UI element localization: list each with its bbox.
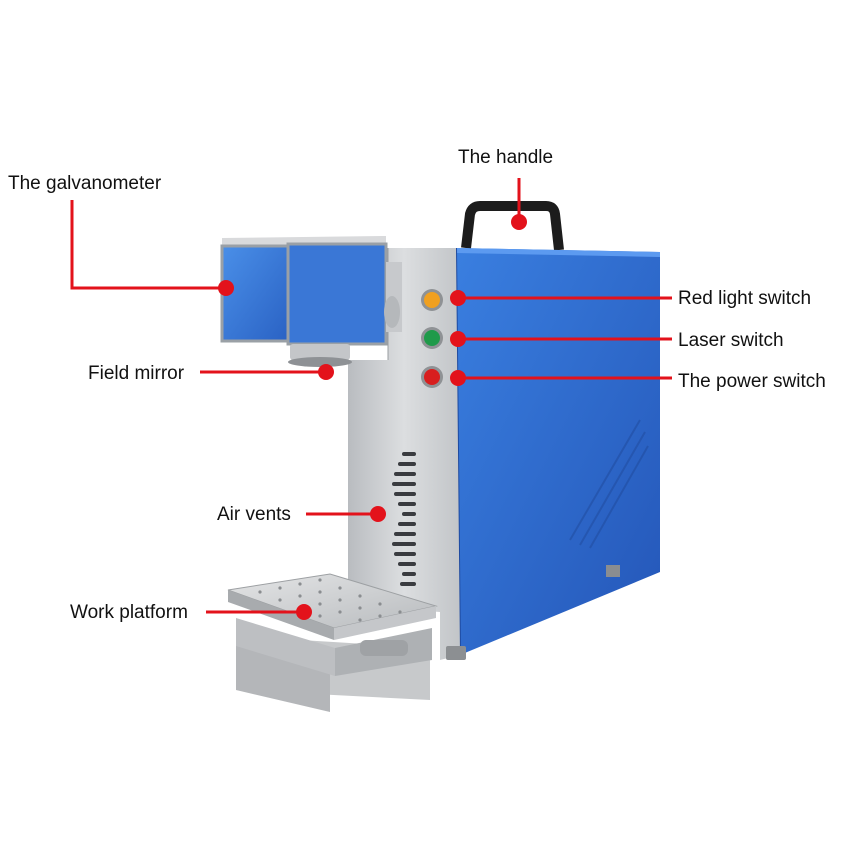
power-button[interactable] xyxy=(421,366,443,388)
callout-line-galvanometer xyxy=(70,200,226,290)
callout-dots xyxy=(218,214,527,620)
callout-dot-laser xyxy=(450,331,466,347)
cabinet-foot xyxy=(606,565,620,577)
label-galvanometer: The galvanometer xyxy=(8,173,162,194)
work-platform-assembly xyxy=(227,573,438,712)
label-power-switch: The power switch xyxy=(678,371,826,392)
callouts xyxy=(70,178,672,614)
label-work-platform: Work platform xyxy=(70,602,188,623)
label-laser-switch: Laser switch xyxy=(678,330,784,351)
label-red-light-switch: Red light switch xyxy=(678,288,812,309)
field-mirror xyxy=(288,344,352,367)
laser-button[interactable] xyxy=(421,327,443,349)
callout-dot-red-light xyxy=(450,290,466,306)
callout-dot-handle xyxy=(511,214,527,230)
cabinet-emboss xyxy=(569,419,649,549)
callout-dot-air-vents xyxy=(370,506,386,522)
callout-dot-power xyxy=(450,370,466,386)
platform-knob xyxy=(360,640,408,656)
front-foot xyxy=(446,646,466,660)
label-handle: The handle xyxy=(458,147,554,168)
label-air-vents: Air vents xyxy=(217,504,291,525)
handle xyxy=(461,201,564,251)
callout-dot-field-mirror xyxy=(318,364,334,380)
red-light-button[interactable] xyxy=(421,289,443,311)
callout-dot-work-platform xyxy=(296,604,312,620)
galvanometer-head xyxy=(220,236,402,346)
callout-dot-galvanometer xyxy=(218,280,234,296)
label-field-mirror: Field mirror xyxy=(88,363,185,384)
air-vents xyxy=(392,452,416,586)
cabinet xyxy=(455,247,660,656)
